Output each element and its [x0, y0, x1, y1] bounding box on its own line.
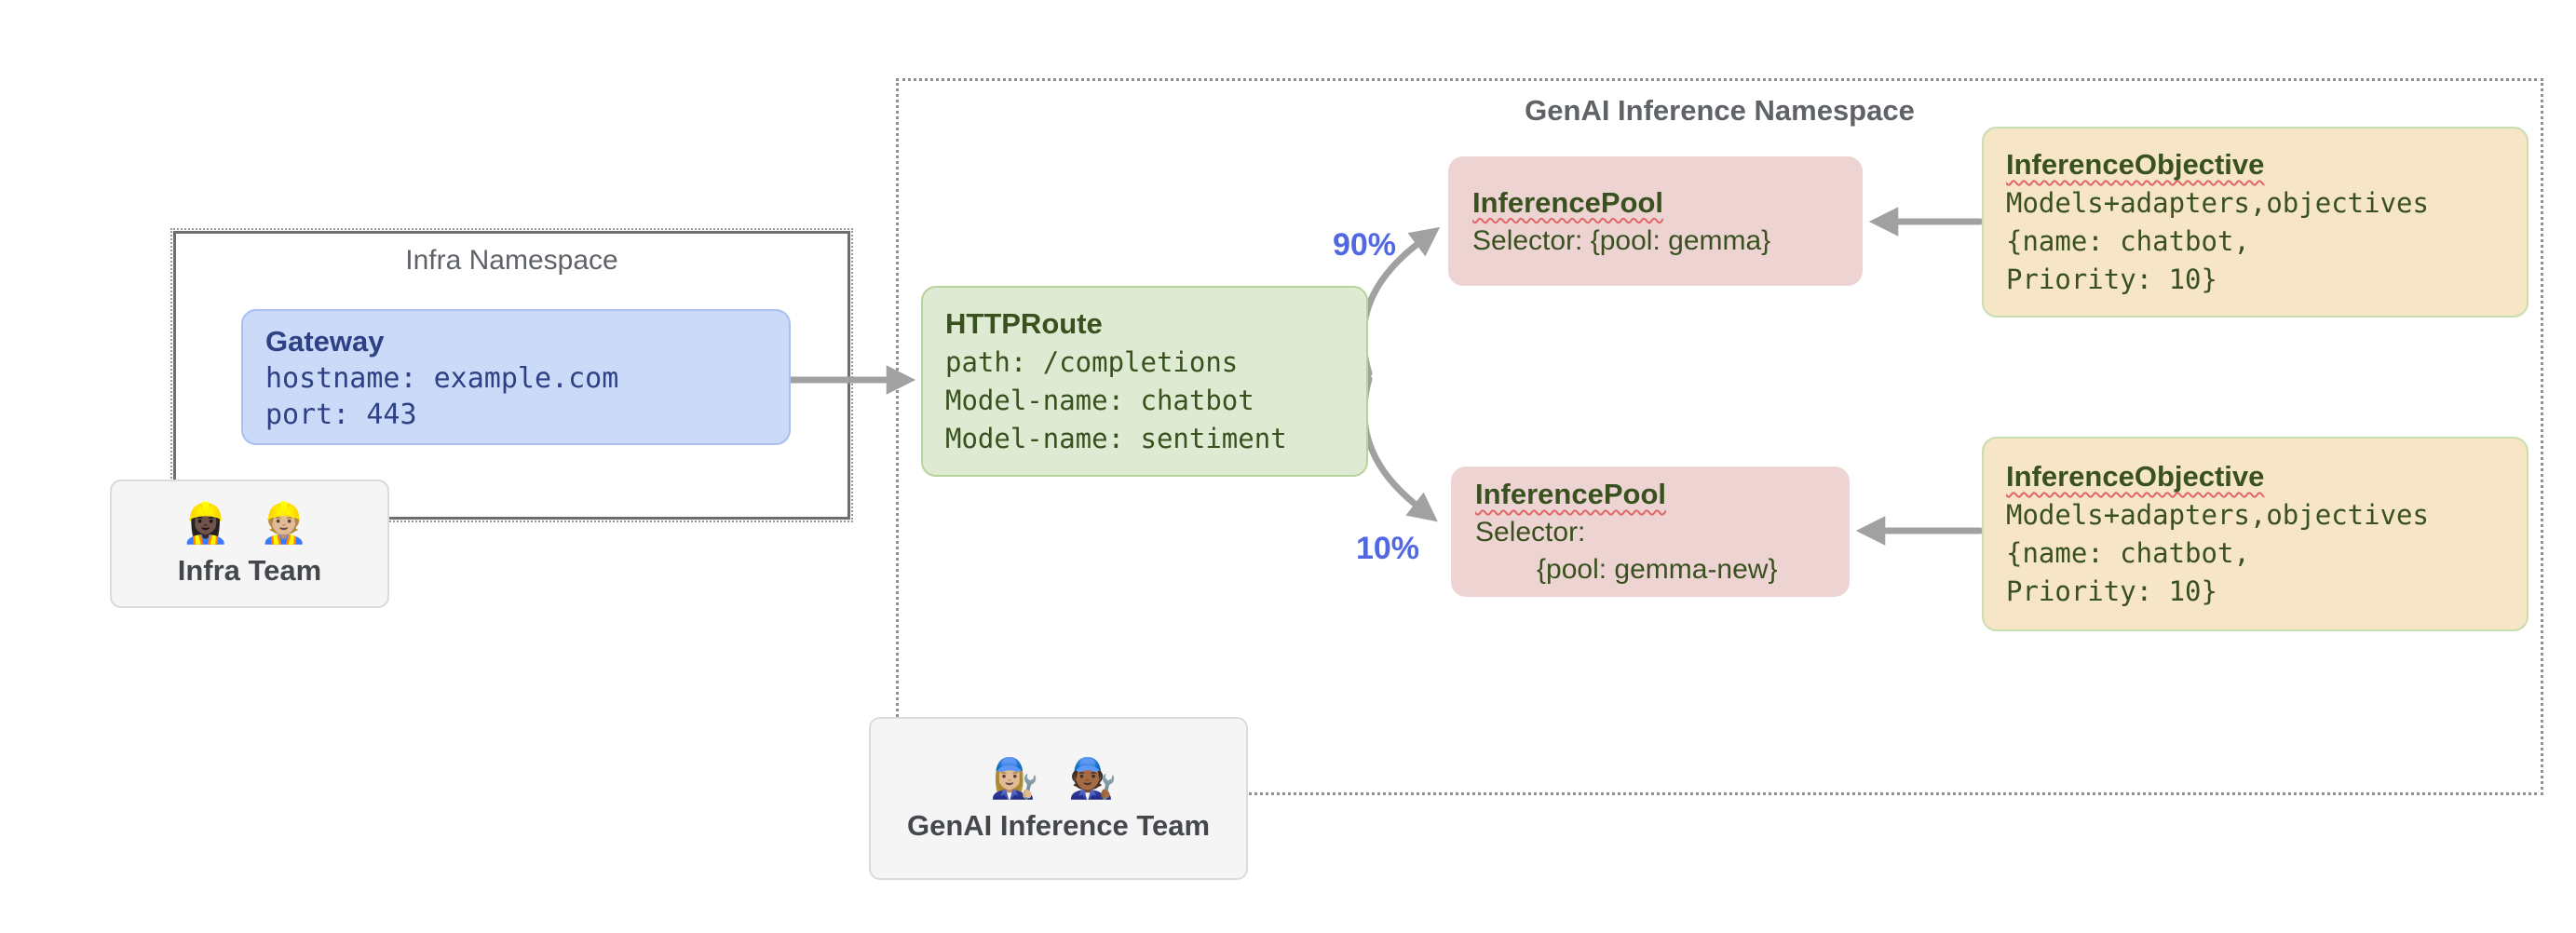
inference-objective-top-line-2: {name: chatbot,	[2006, 225, 2250, 257]
httproute-model-chatbot: Model-name: chatbot	[945, 385, 1254, 416]
inference-pool-bottom-box: InferencePool Selector: {pool: gemma-new…	[1451, 466, 1850, 597]
inference-objective-top-line-3: Priority: 10}	[2006, 264, 2217, 295]
httproute-model-sentiment: Model-name: sentiment	[945, 423, 1287, 454]
traffic-split-90-label: 90%	[1332, 227, 1397, 263]
genai-namespace-frame: GenAI Inference Namespace	[896, 78, 2543, 795]
httproute-path: path: /completions	[945, 346, 1239, 378]
inference-objective-bottom-box: InferenceObjective Models+adapters,objec…	[1982, 437, 2529, 631]
inference-pool-bottom-selector-value: {pool: gemma-new}	[1537, 554, 1778, 585]
infra-namespace-title: Infra Namespace	[405, 245, 618, 276]
inference-objective-bottom-title: InferenceObjective	[2006, 457, 2527, 496]
inference-objective-bottom-line-3: Priority: 10}	[2006, 575, 2217, 607]
inference-pool-top-title-text: InferencePool	[1472, 185, 1663, 219]
construction-workers-icon: 👷🏿‍♀️ 👷🏼	[181, 501, 319, 545]
genai-team-label: GenAI Inference Team	[906, 808, 1211, 842]
inference-pool-top-title: InferencePool	[1472, 183, 1863, 223]
infra-team-label: Infra Team	[177, 554, 322, 587]
inference-pool-top-selector: Selector: {pool: gemma}	[1472, 224, 1771, 256]
inference-pool-bottom-title-text: InferencePool	[1475, 478, 1666, 510]
infra-namespace-frame: Infra Namespace	[170, 228, 853, 522]
inference-objective-top-line-1: Models+adapters,objectives	[2006, 187, 2429, 219]
inference-objective-top-box: InferenceObjective Models+adapters,objec…	[1982, 127, 2529, 318]
httproute-title: HTTPRoute	[945, 307, 1103, 340]
gateway-title: Gateway	[265, 324, 385, 358]
gateway-hostname: hostname: example.com	[265, 361, 619, 395]
genai-namespace-title: GenAI Inference Namespace	[1525, 94, 1915, 127]
mechanics-icon: 👩🏼‍🔧 🧑🏾‍🔧	[990, 755, 1127, 800]
inference-objective-top-title-text: InferenceObjective	[2006, 148, 2265, 181]
httproute-box: HTTPRoute path: /completions Model-name:…	[921, 286, 1368, 477]
inference-objective-top-title: InferenceObjective	[2006, 145, 2527, 184]
inference-pool-bottom-selector: Selector:	[1475, 517, 1586, 548]
genai-team-card: 👩🏼‍🔧 🧑🏾‍🔧 GenAI Inference Team	[869, 717, 1248, 880]
inference-objective-bottom-line-1: Models+adapters,objectives	[2006, 499, 2429, 531]
inference-objective-bottom-title-text: InferenceObjective	[2006, 460, 2265, 493]
inference-pool-top-box: InferencePool Selector: {pool: gemma}	[1448, 156, 1863, 286]
inference-pool-bottom-title: InferencePool	[1475, 475, 1850, 514]
gateway-port: port: 443	[265, 398, 417, 431]
traffic-split-10-label: 10%	[1355, 531, 1420, 566]
infra-team-card: 👷🏿‍♀️ 👷🏼 Infra Team	[110, 480, 389, 608]
inference-objective-bottom-line-2: {name: chatbot,	[2006, 537, 2250, 569]
gateway-box: Gateway hostname: example.com port: 443	[241, 309, 791, 445]
